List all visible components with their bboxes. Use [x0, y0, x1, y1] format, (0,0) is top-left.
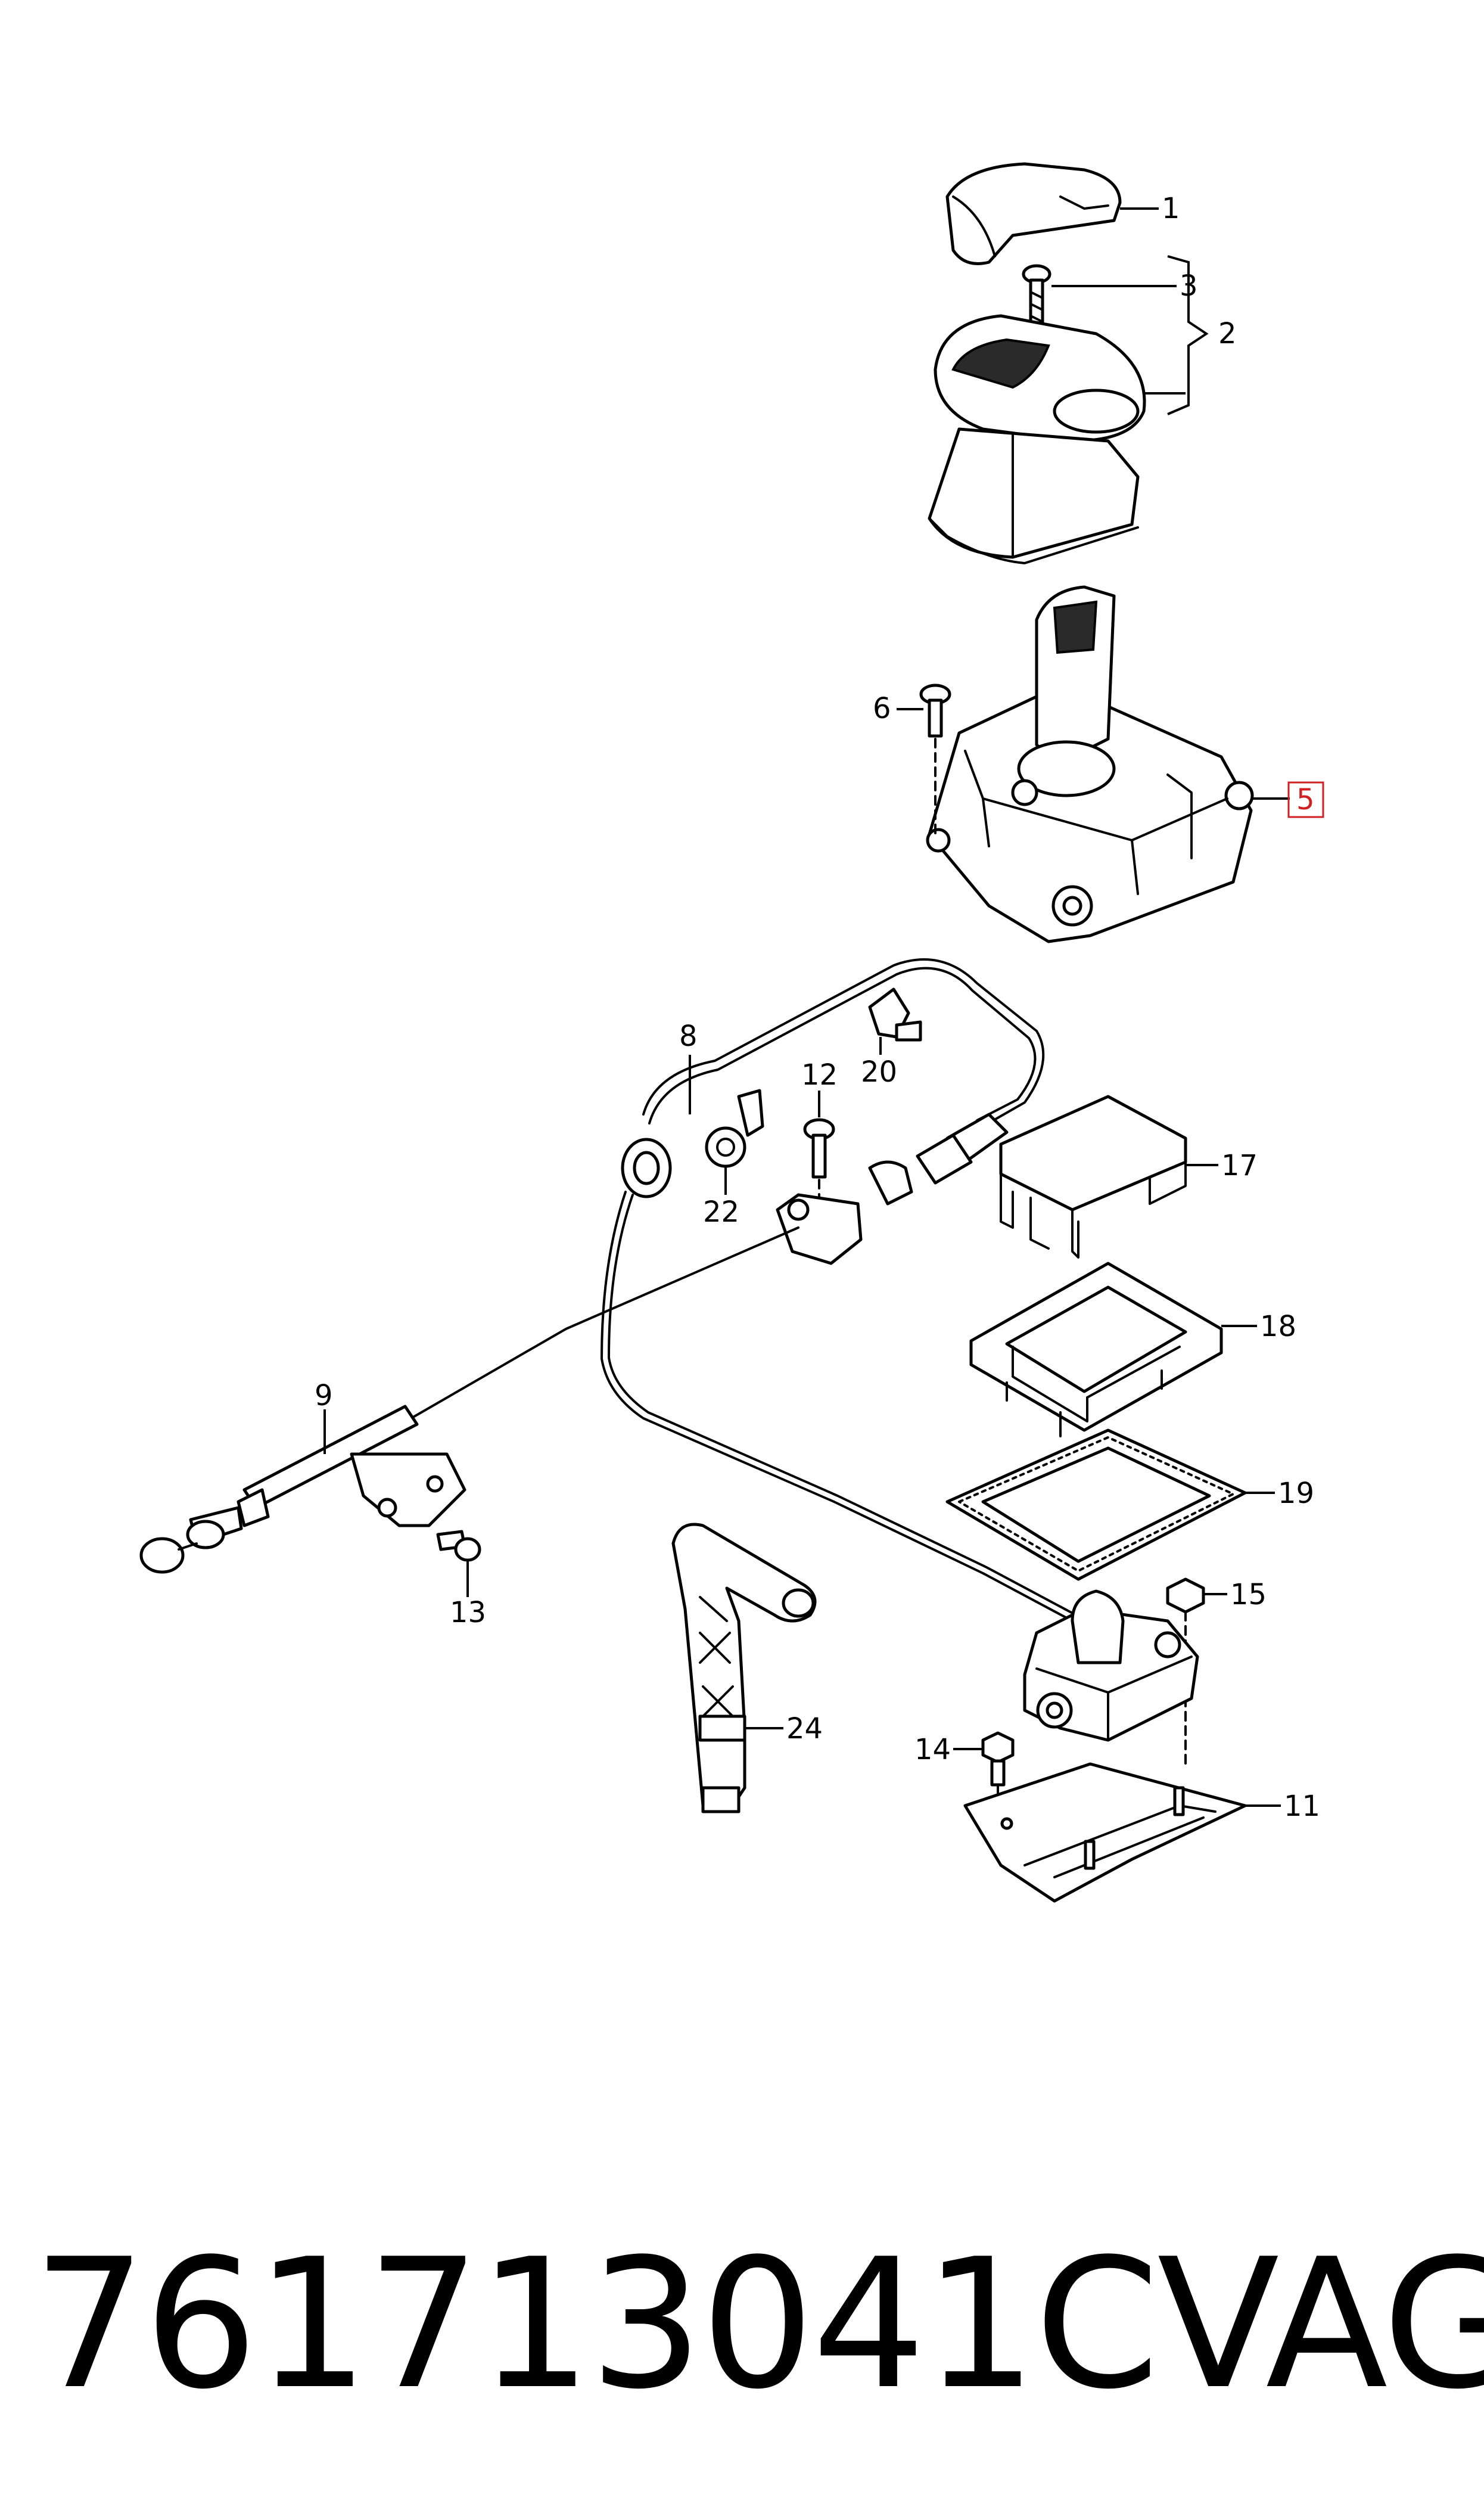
- callout-15: 15: [1230, 1578, 1267, 1611]
- callout-17: 17: [1221, 1149, 1258, 1182]
- part-2-knob-boot: [928, 314, 1146, 564]
- callout-3: 3: [1180, 269, 1198, 303]
- callout-13: 13: [450, 1596, 486, 1629]
- callout-5: 5: [1296, 783, 1315, 816]
- callout-9: 9: [315, 1379, 333, 1412]
- callout-12: 12: [801, 1058, 838, 1092]
- part-8-cable: [601, 958, 1077, 1622]
- part-17-cover: [999, 1095, 1187, 1259]
- part-18-frame: [969, 1262, 1223, 1437]
- callout-18: 18: [1260, 1310, 1296, 1343]
- part-20-clip: [868, 987, 922, 1042]
- parts-diagram: 1 2 3 5 6 8 9 11 12 13 14 15 17 18 19 20…: [139, 162, 1324, 1903]
- part-19-gasket: [945, 1428, 1247, 1581]
- callout-5-highlight: [1287, 781, 1324, 818]
- callout-24: 24: [786, 1712, 823, 1745]
- part-12-bolt: [776, 1118, 863, 1265]
- callout-8: 8: [679, 1020, 698, 1053]
- part-housing: [1023, 1589, 1199, 1742]
- footer: 761713041C VAG: [33, 2199, 1484, 2449]
- callout-20: 20: [861, 1055, 897, 1089]
- part-9-cable-lever: [139, 1226, 799, 1574]
- part-6-bolt: [919, 684, 951, 835]
- brand: VAG: [1157, 2220, 1484, 2428]
- part-24-handle: [671, 1523, 817, 1813]
- callout-22: 22: [703, 1195, 739, 1229]
- callout-11: 11: [1284, 1790, 1320, 1823]
- part-14-bolt: [981, 1731, 1015, 1825]
- part-1-lever-cap: [945, 162, 1122, 265]
- part-13-screw: [436, 1530, 481, 1562]
- part-5-selector-mechanism: [926, 585, 1254, 943]
- part-number: 761713041C: [33, 2220, 1159, 2428]
- part-11-mounting-plate: [963, 1762, 1247, 1903]
- callout-2: 2: [1218, 317, 1237, 350]
- part-22-grommet: [705, 1089, 764, 1168]
- callout-14: 14: [914, 1733, 951, 1766]
- callout-6: 6: [873, 692, 891, 725]
- bracket-2: [1167, 255, 1209, 415]
- callout-1: 1: [1162, 192, 1180, 225]
- callout-19: 19: [1278, 1477, 1314, 1510]
